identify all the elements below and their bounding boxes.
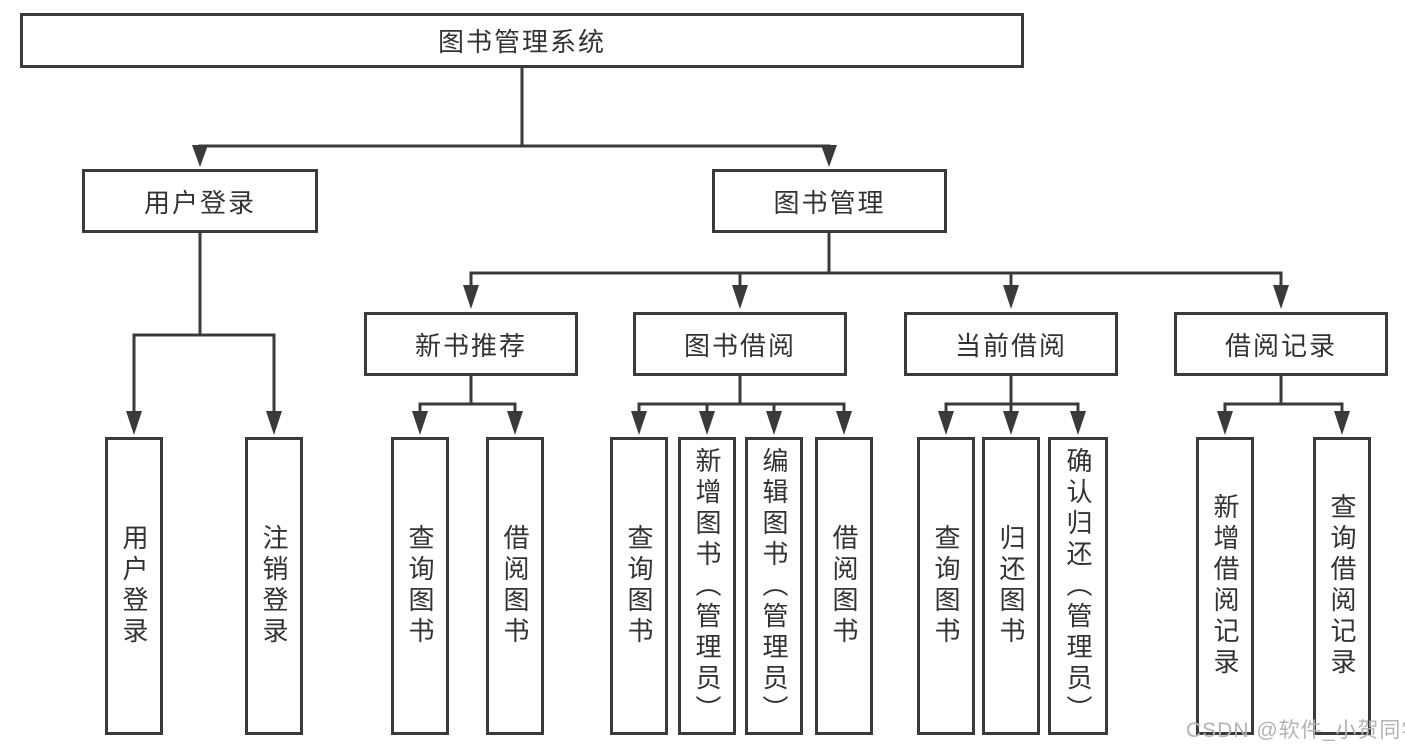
leaf-user-login: 用户登录	[105, 437, 163, 735]
node-label: 用户登录	[143, 187, 256, 218]
arrowhead	[463, 285, 479, 309]
leaf-return-book: 归还图书	[982, 437, 1040, 735]
leaf-label: 查询图书	[405, 524, 435, 648]
leaf-label: 借阅图书	[500, 524, 530, 648]
leaf-label: 归还图书	[996, 524, 1026, 648]
arrowhead	[1070, 411, 1086, 435]
edge-recommend-split	[418, 374, 517, 415]
node-label: 图书管理	[773, 187, 886, 218]
edge-root-split	[198, 66, 831, 152]
leaf-query-books-recommend: 查询图书	[391, 437, 449, 735]
leaf-add-book-admin: 新增图书（管理员）	[678, 437, 736, 735]
arrowhead	[766, 411, 782, 435]
leaf-label: 查询图书	[931, 524, 961, 648]
leaf-label: 注销登录	[259, 524, 289, 648]
node-book-management: 图书管理	[712, 169, 947, 233]
leaf-label: 借阅图书	[829, 524, 859, 648]
leaf-label: 新增借阅记录	[1210, 493, 1240, 679]
arrowhead	[266, 411, 282, 435]
node-user-login: 用户登录	[82, 169, 318, 233]
leaf-query-books-current: 查询图书	[917, 437, 975, 735]
arrowhead	[507, 411, 523, 435]
leaf-label: 确认归还（管理员）	[1063, 446, 1093, 726]
node-root-system: 图书管理系统	[20, 13, 1024, 68]
arrowhead	[412, 411, 428, 435]
leaf-label: 用户登录	[119, 524, 149, 648]
arrowhead	[631, 411, 647, 435]
arrowhead	[938, 411, 954, 435]
leaf-label: 编辑图书（管理员）	[759, 446, 789, 726]
leaf-logout: 注销登录	[245, 437, 303, 735]
arrowhead	[192, 145, 208, 167]
leaf-label: 查询借阅记录	[1327, 493, 1357, 679]
arrowhead	[126, 411, 142, 435]
leaf-label: 查询图书	[624, 524, 654, 648]
leaf-confirm-return-admin: 确认归还（管理员）	[1048, 437, 1108, 735]
node-current-borrow: 当前借阅	[904, 312, 1118, 376]
leaf-query-borrow-record: 查询借阅记录	[1313, 437, 1371, 735]
edge-user-login-split	[132, 231, 276, 415]
leaf-edit-book-admin: 编辑图书（管理员）	[745, 437, 803, 735]
leaf-borrow-book: 借阅图书	[815, 437, 873, 735]
leaf-query-books-borrow: 查询图书	[610, 437, 668, 735]
node-root-label: 图书管理系统	[437, 27, 606, 57]
arrowhead	[732, 285, 748, 309]
leaf-label: 新增图书（管理员）	[692, 446, 722, 726]
arrowhead	[1217, 411, 1233, 435]
edge-record-split	[1223, 374, 1344, 415]
csdn-watermark: CSDN @软件_小贺同学	[1186, 719, 1405, 742]
edge-current-split	[944, 374, 1080, 415]
node-borrow-record: 借阅记录	[1174, 312, 1388, 376]
arrowhead	[1273, 285, 1289, 309]
arrowhead	[836, 411, 852, 435]
node-new-book-recommend: 新书推荐	[364, 312, 578, 376]
node-label: 借阅记录	[1224, 330, 1337, 361]
leaf-add-borrow-record: 新增借阅记录	[1196, 437, 1254, 735]
edge-borrow-split	[637, 374, 846, 415]
arrowhead	[1334, 411, 1350, 435]
arrowhead	[1003, 285, 1019, 309]
node-book-borrow: 图书借阅	[633, 312, 847, 376]
arrowhead	[821, 145, 837, 167]
node-label: 当前借阅	[954, 330, 1067, 361]
edge-book-mgmt-split	[469, 231, 1283, 289]
leaf-borrow-books-recommend: 借阅图书	[486, 437, 544, 735]
arrowhead	[1003, 411, 1019, 435]
arrowhead	[699, 411, 715, 435]
node-label: 新书推荐	[414, 330, 527, 361]
node-label: 图书借阅	[683, 330, 796, 361]
